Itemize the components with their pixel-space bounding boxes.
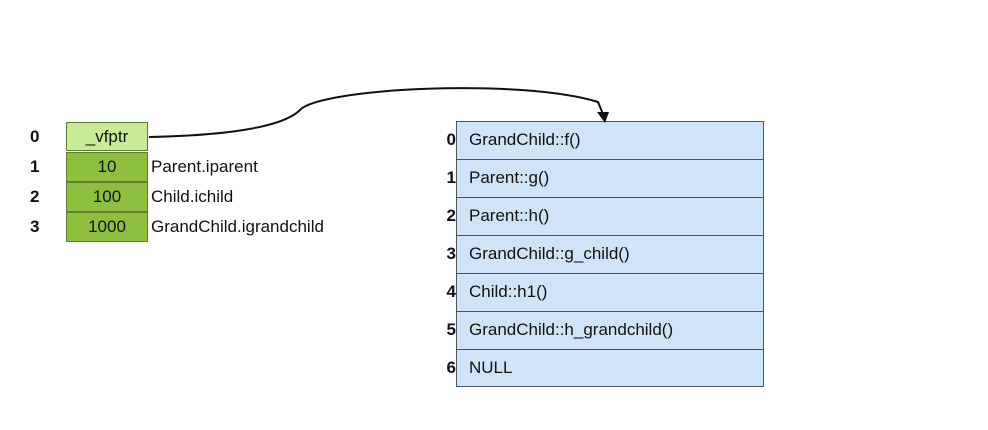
vtable-entry: Parent::h(): [456, 197, 764, 235]
vtable-entry: GrandChild::g_child(): [456, 235, 764, 273]
vfptr-cell: _vfptr: [66, 122, 148, 151]
member-value-cell: 10: [66, 152, 148, 182]
vtable-row: 1 Parent::g(): [432, 159, 768, 197]
object-row-index: 1: [30, 157, 40, 176]
object-row-index: 2: [30, 187, 40, 206]
object-row-iparent: 1 10 Parent.iparent: [30, 152, 390, 182]
vtable-row: 6 NULL: [432, 349, 768, 387]
vtable-row-index: 6: [446, 358, 456, 377]
vtable-row: 5 GrandChild::h_grandchild(): [432, 311, 768, 349]
object-row-index: 0: [30, 127, 40, 146]
object-row-index: 3: [30, 217, 40, 236]
vtable-row: 2 Parent::h(): [432, 197, 768, 235]
object-row-label: GrandChild.igrandchild: [151, 217, 324, 236]
vtable-entry: GrandChild::h_grandchild(): [456, 311, 764, 349]
vtable-entry: GrandChild::f(): [456, 121, 764, 159]
vtable-entry: NULL: [456, 349, 764, 387]
vtable-row-index: 4: [446, 282, 456, 301]
object-row-vfptr: 0 _vfptr: [30, 122, 390, 152]
vtable-row: 3 GrandChild::g_child(): [432, 235, 768, 273]
object-layout: 0 _vfptr 1 10 Parent.iparent 2 100 Child…: [30, 122, 390, 247]
vtable-row-index: 0: [446, 130, 456, 149]
vtable-entry: Child::h1(): [456, 273, 764, 311]
vtable-row-index: 1: [446, 168, 456, 187]
vtable-row: 4 Child::h1(): [432, 273, 768, 311]
object-row-label: Child.ichild: [151, 187, 234, 206]
vtable-row-index: 5: [446, 320, 456, 339]
member-value-cell: 100: [66, 182, 148, 212]
virtual-function-table: 0 GrandChild::f() 1 Parent::g() 2 Parent…: [432, 121, 768, 387]
vtable-row-index: 3: [446, 244, 456, 263]
vtable-row-index: 2: [446, 206, 456, 225]
vtable-entry: Parent::g(): [456, 159, 764, 197]
vtable-row: 0 GrandChild::f(): [432, 121, 768, 159]
object-row-igrandchild: 3 1000 GrandChild.igrandchild: [30, 212, 390, 242]
member-value-cell: 1000: [66, 212, 148, 242]
object-row-label: Parent.iparent: [151, 157, 258, 176]
object-row-ichild: 2 100 Child.ichild: [30, 182, 390, 212]
